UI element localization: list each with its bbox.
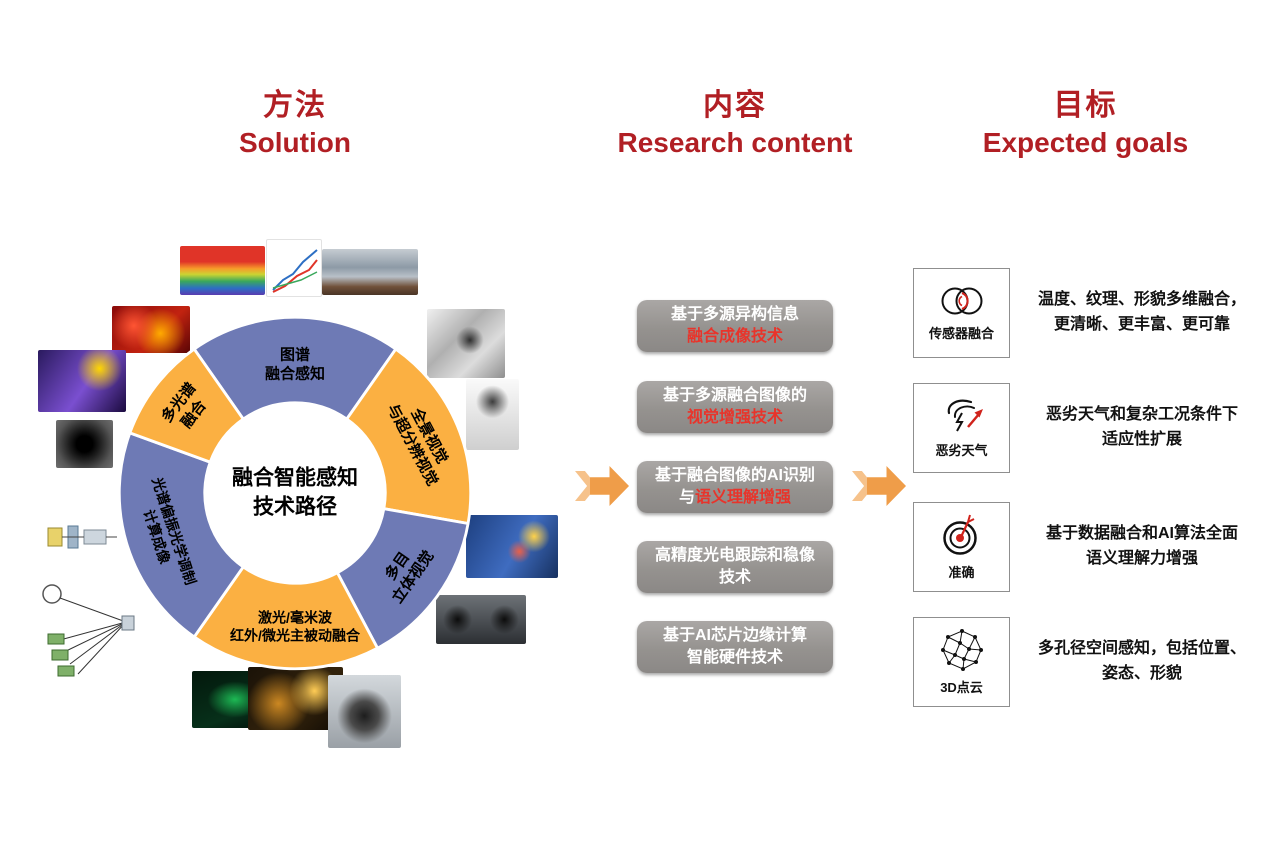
research-box-3-line2-red: 语义理解增强: [695, 489, 792, 506]
arrow-head: [590, 466, 629, 506]
solution-to-content-arrow: [575, 466, 629, 506]
content-to-goals-arrow: [852, 466, 906, 506]
research-box-1-line2-red: 融合成像技术: [686, 328, 783, 345]
research-box-2-line2: 视觉增强技术: [687, 407, 783, 429]
goals-header-zh: 目标: [1053, 89, 1118, 122]
solution-header: 方法 Solution: [150, 80, 440, 159]
content-header-zh: 内容: [703, 89, 767, 122]
spectrum-chart-image: [266, 239, 322, 297]
goal-desc-4-line1: 多孔径空间感知，包括位置、: [1037, 640, 1246, 658]
goal-box-sensor-fusion: 传感器融合: [913, 268, 1010, 358]
panoramic-camera-image: [466, 379, 519, 450]
research-box-2-line1: 基于多源融合图像的: [662, 387, 807, 405]
venn-fusion-icon: [941, 287, 982, 315]
wheel-label-3-line2: 红外/微光主被动融合: [230, 627, 360, 643]
gimbal-camera-image: [328, 675, 401, 748]
multi-camera-cube-image: [427, 309, 505, 378]
goal-desc-3-line2: 语义理解力增强: [1085, 550, 1198, 567]
stereo-camera-image: [436, 595, 526, 644]
optical-module-drawing: [47, 525, 117, 549]
storm-icon: [947, 399, 983, 432]
arrow-head: [867, 466, 906, 506]
goal-caption-bad-weather: 恶劣天气: [935, 443, 988, 458]
wheel-label-3-line1: 激光/毫米波: [258, 609, 332, 626]
goal-desc-bad-weather: 恶劣天气和复杂工况条件下 适应性扩展: [1020, 403, 1264, 453]
research-box-3-line1: 基于融合图像的AI识别: [654, 467, 815, 485]
goal-caption-sensor-fusion: 传感器融合: [928, 326, 994, 341]
research-box-5-line2-white: 智能硬件技术: [686, 649, 783, 666]
thermal-blocks-image: [466, 515, 558, 578]
research-box-tracking-stabilization: 高精度光电跟踪和稳像 技术: [637, 541, 833, 593]
goal-desc-point-cloud: 多孔径空间感知，包括位置、 姿态、形貌: [1020, 637, 1264, 687]
wheel-label-spectrum-map-fusion: 图谱 融合感知: [265, 346, 325, 384]
wheel-segment-spectrum-map-fusion: [192, 315, 398, 421]
goals-header-en: Expected goals: [982, 127, 1189, 158]
goal-desc-4-line2: 姿态、形貌: [1101, 665, 1182, 682]
content-header: 内容 Research content: [580, 80, 890, 159]
research-box-5-line2: 智能硬件技术: [687, 647, 783, 669]
spectrum-chart-lines: [272, 249, 318, 293]
goal-desc-2-line2: 适应性扩展: [1101, 431, 1182, 448]
solution-header-en: Solution: [239, 127, 351, 158]
content-header-en: Research content: [617, 127, 853, 158]
wheel-segment-multispectral-fusion: [128, 347, 245, 464]
wheel-rings: [117, 315, 473, 671]
goal-desc-sensor-fusion: 温度、纹理、形貌多维融合， 更清晰、更丰富、更可靠: [1020, 288, 1264, 338]
research-box-3-line2: 与语义理解增强: [679, 487, 791, 509]
research-box-3-line2-white: 与: [678, 489, 695, 506]
thermal-people-image: [248, 667, 343, 730]
goal-box-bad-weather: 恶劣天气: [913, 383, 1010, 473]
wheel-segment-laser-mmwave-fusion: [192, 565, 379, 671]
goal-desc-2-line1: 恶劣天气和复杂工况条件下: [1045, 406, 1238, 424]
solution-header-zh: 方法: [263, 89, 327, 122]
research-box-vision-enhancement: 基于多源融合图像的 视觉增强技术: [637, 381, 833, 433]
thermal-strawberry-image: [112, 306, 190, 353]
camera-lens-image: [56, 420, 113, 468]
research-box-2-line2-red: 视觉增强技术: [686, 409, 783, 426]
wheel-label-laser-mmwave-fusion: 激光/毫米波 红外/微光主被动融合: [230, 610, 360, 645]
wheel-segment-panoramic-vision: [345, 347, 473, 525]
goal-desc-1-line1: 温度、纹理、形貌多维融合，: [1037, 291, 1246, 309]
point-cloud-icon: [940, 629, 983, 671]
goal-box-accuracy: 准确: [913, 502, 1010, 592]
research-box-fusion-imaging: 基于多源异构信息 融合成像技术: [637, 300, 833, 352]
research-box-4-line2-white: 技术: [718, 569, 751, 586]
research-box-ai-recognition: 基于融合图像的AI识别 与语义理解增强: [637, 461, 833, 513]
pipeline-image: [322, 249, 418, 295]
spectrometer-diagram: [30, 576, 148, 692]
spectral-cube-image: [180, 246, 265, 295]
wheel-center-label: 融合智能感知 技术路径: [210, 464, 380, 523]
target-icon: [942, 514, 977, 555]
goal-caption-point-cloud: 3D点云: [940, 680, 983, 695]
goal-box-point-cloud: 3D点云: [913, 617, 1010, 707]
research-box-edge-computing: 基于AI芯片边缘计算 智能硬件技术: [637, 621, 833, 673]
research-box-4-line1: 高精度光电跟踪和稳像: [654, 547, 815, 565]
goals-header: 目标 Expected goals: [928, 80, 1243, 159]
goal-desc-1-line2: 更清晰、更丰富、更可靠: [1053, 316, 1230, 333]
research-box-4-line2: 技术: [719, 567, 751, 589]
research-box-5-line1: 基于AI芯片边缘计算: [662, 627, 807, 645]
research-box-1-line1: 基于多源异构信息: [670, 306, 799, 324]
optical-module-diagram: [44, 510, 120, 564]
goal-desc-accuracy: 基于数据融合和AI算法全面 语义理解力增强: [1020, 522, 1264, 572]
thermal-scene-image: [38, 350, 126, 412]
research-box-1-line2: 融合成像技术: [687, 326, 783, 348]
goal-desc-3-line1: 基于数据融合和AI算法全面: [1045, 525, 1238, 543]
wheel-label-0-line1: 图谱: [279, 346, 311, 364]
wheel-segment-spectral-polarization: [117, 431, 245, 639]
wheel-center-line1: 融合智能感知: [232, 466, 358, 490]
goal-caption-accuracy: 准确: [948, 565, 975, 580]
solution-wheel: 融合智能感知 技术路径 图谱 融合感知 全景视觉 与超分辨视觉 多目 立体视觉 …: [105, 303, 485, 683]
wheel-label-0-line2: 融合感知: [264, 365, 326, 382]
spectrometer-drawing: [42, 584, 135, 677]
wheel-center-line2: 技术路径: [253, 496, 337, 519]
